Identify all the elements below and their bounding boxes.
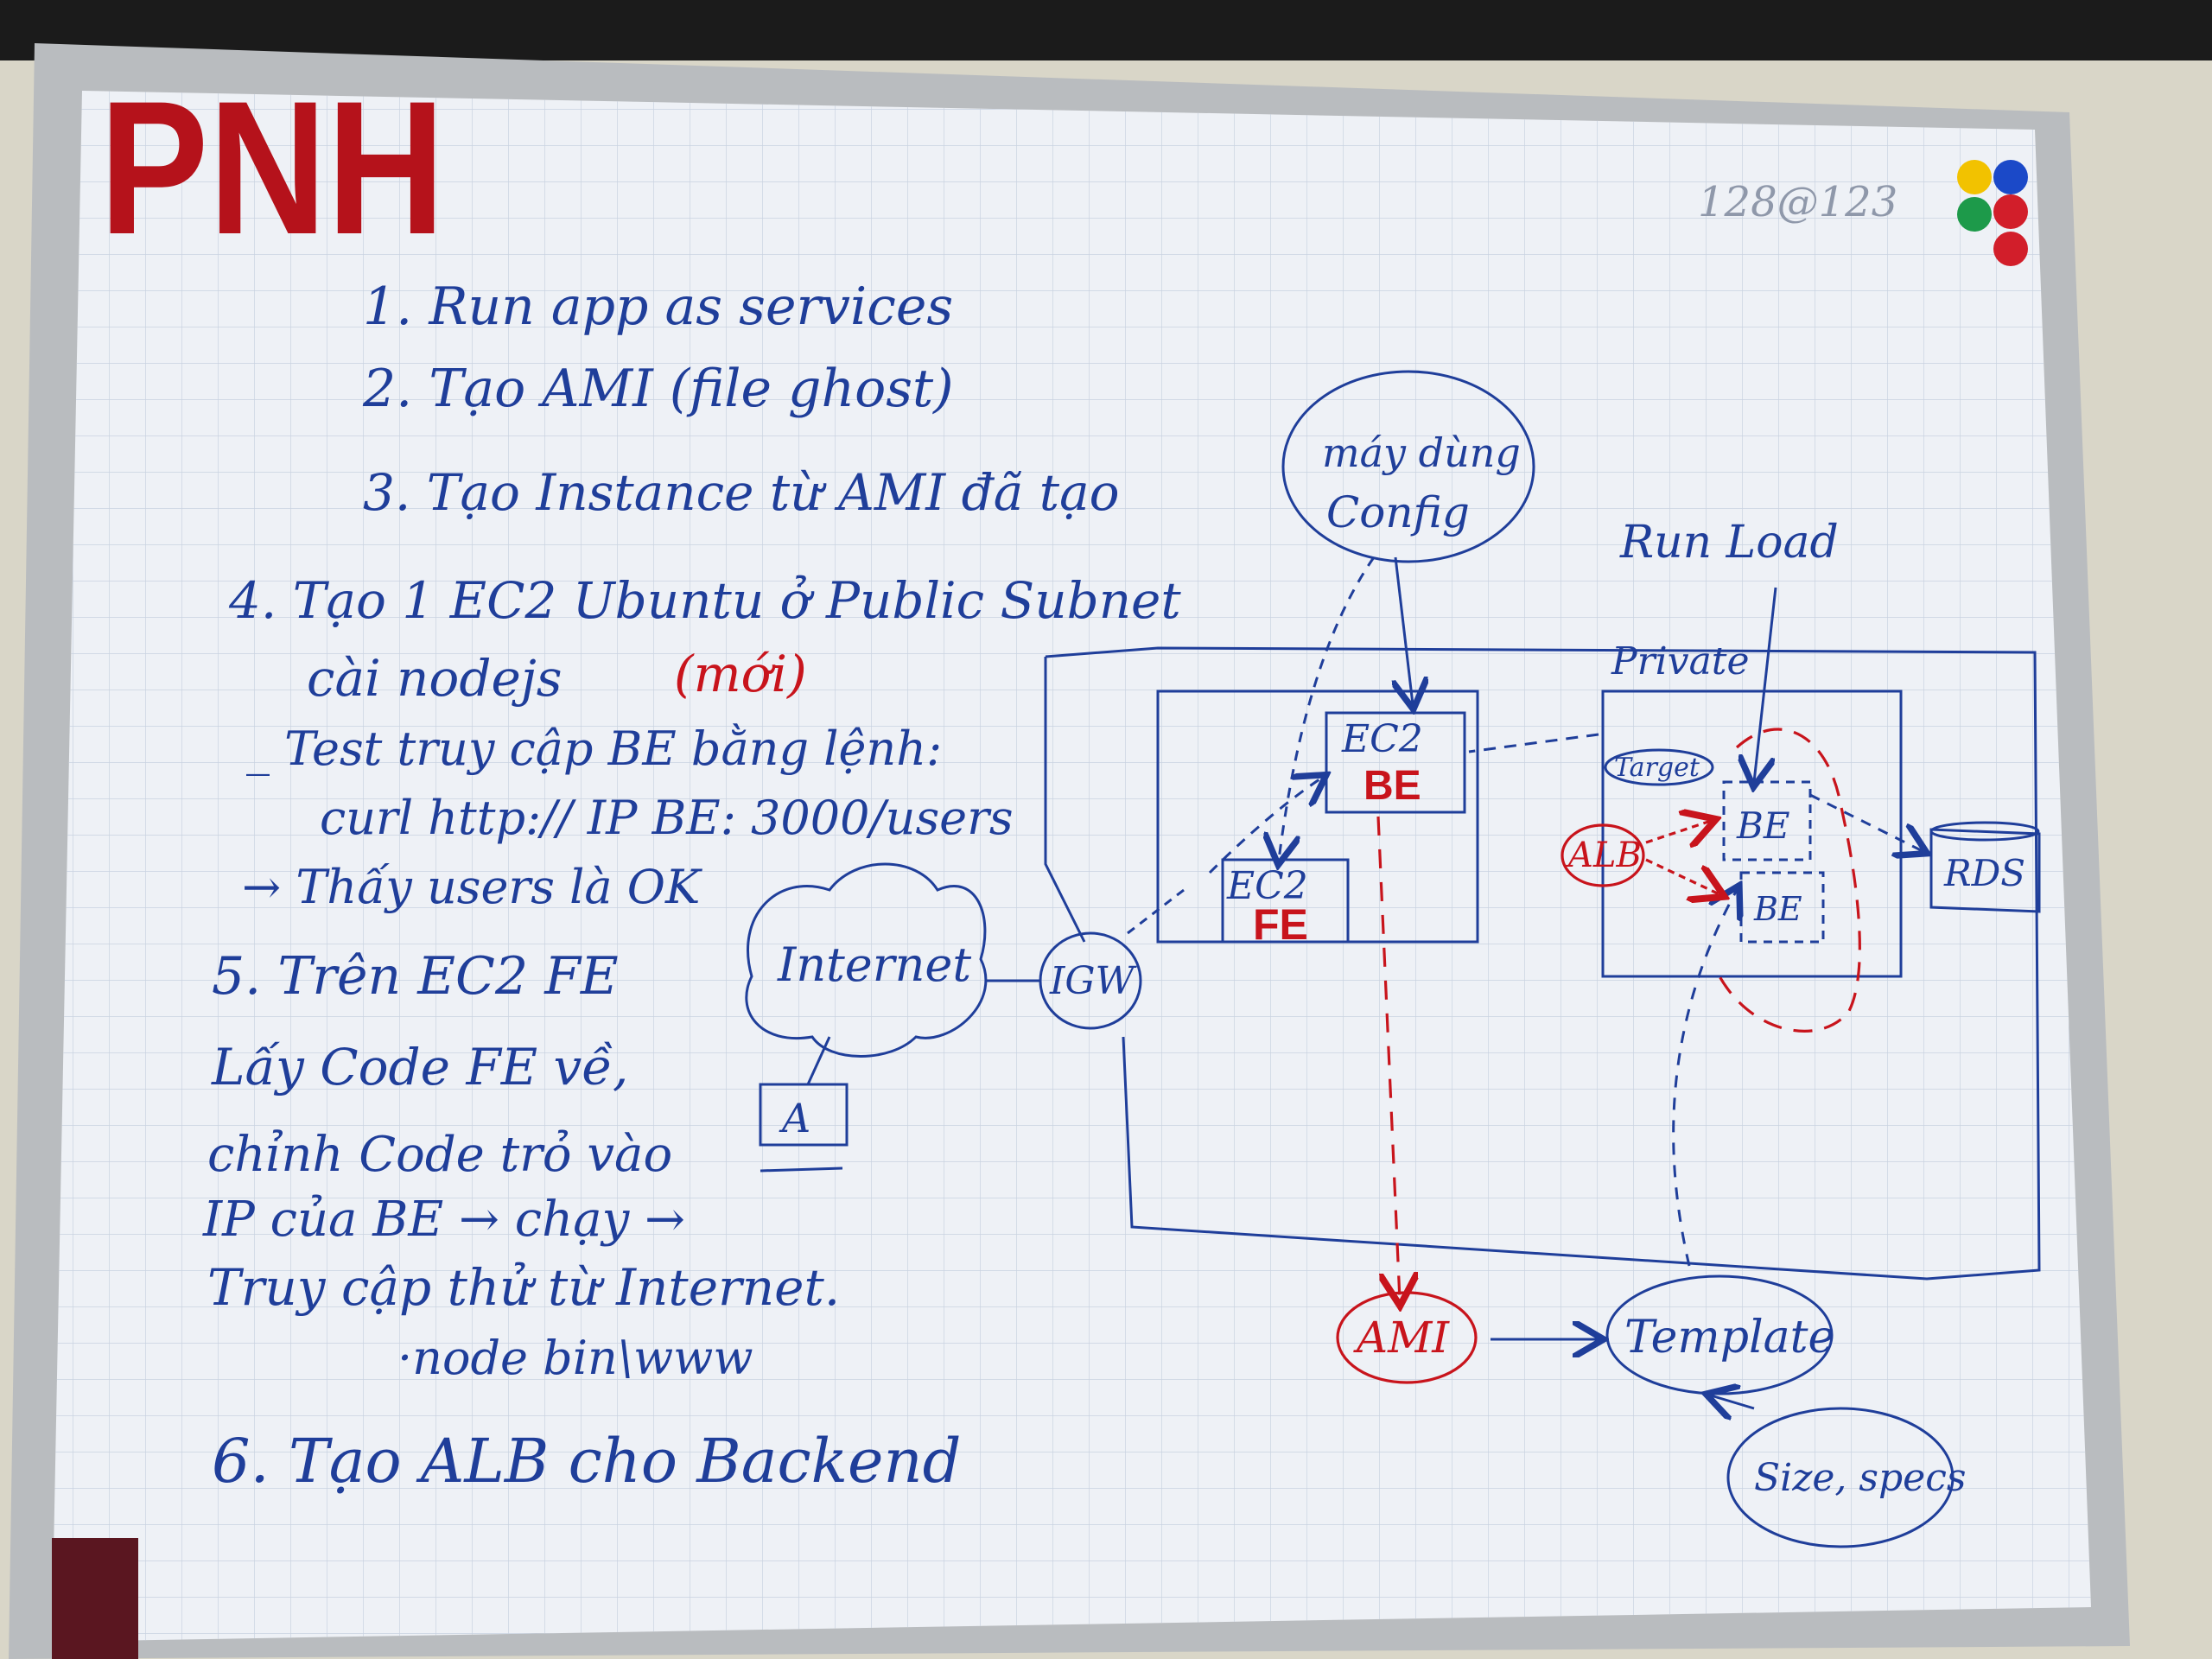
alb-ellipse xyxy=(1560,823,1645,887)
internet-label: Internet xyxy=(777,938,971,992)
user-a-label: A xyxy=(779,1095,810,1141)
logo-text: PNH xyxy=(99,61,445,274)
private-label: Private xyxy=(1611,639,1750,683)
step-4-curl: curl http:// IP BE: 3000/users xyxy=(320,791,1014,845)
step-5-line-4: Truy cập thử từ Internet. xyxy=(207,1258,840,1317)
ec2-fe-label-2: FE xyxy=(1253,900,1308,949)
projector-screen-edge xyxy=(0,0,2212,60)
step-4-test: _ Test truy cập BE bằng lệnh: xyxy=(246,721,942,776)
step-5-line-1: Lấy Code FE về, xyxy=(211,1038,628,1096)
step-5-node: ·node bin\www xyxy=(397,1331,753,1385)
config-label-1: máy dùng xyxy=(1322,429,1521,476)
target-label: Target xyxy=(1614,753,1700,783)
marker-code-faded: 128@123 xyxy=(1698,178,1897,226)
step-4-install: cài nodejs xyxy=(307,649,563,708)
step-5: 5. Trên EC2 FE xyxy=(212,946,619,1007)
step-5-line-2: chỉnh Code trỏ vào xyxy=(207,1127,672,1183)
step-4-ok: → Thấy users là OK xyxy=(242,860,702,914)
run-load-label: Run Load xyxy=(1619,517,1839,569)
ec2-be-label-1: EC2 xyxy=(1341,717,1423,761)
size-specs-ellipse xyxy=(1726,1407,1955,1548)
alb-label: ALB xyxy=(1565,836,1642,875)
ami-label: AMI xyxy=(1353,1313,1450,1363)
autoscaling-loop xyxy=(1718,728,1861,1033)
steps-list: 1. Run app as services 2. Tạo AMI (file … xyxy=(202,276,1181,1497)
config-cloud xyxy=(1281,370,1535,563)
ec2-fe-label-1: EC2 xyxy=(1226,864,1308,908)
internet-cloud xyxy=(745,862,988,1058)
step-5-line-3: IP của BE → chạy → xyxy=(202,1192,685,1248)
diagram xyxy=(745,370,2041,1548)
step-4: 4. Tạo 1 EC2 Ubuntu ở Public Subnet xyxy=(228,571,1181,630)
step-1: 1. Run app as services xyxy=(363,276,953,337)
vpc-border xyxy=(1045,646,2041,1281)
diagram-red xyxy=(1336,728,1861,1384)
size-specs-label: Size, specs xyxy=(1754,1456,1966,1500)
step-3: 3. Tạo Instance từ AMI đã tạo xyxy=(363,463,1120,522)
config-label-2: Config xyxy=(1326,487,1470,537)
be-2-label: BE xyxy=(1753,890,1802,928)
be-to-ami-arrow xyxy=(1376,816,1400,1300)
step-6: 6. Tạo ALB cho Backend xyxy=(212,1426,961,1497)
step-4-new: (mới) xyxy=(674,645,807,703)
be-1-label: BE xyxy=(1736,804,1790,847)
igw-label: IGW xyxy=(1049,959,1138,1003)
template-label: Template xyxy=(1624,1312,1834,1363)
rds-box xyxy=(1929,828,2041,913)
user-a-box xyxy=(759,1083,849,1147)
eraser xyxy=(52,1538,138,1659)
magnets xyxy=(1957,160,2028,266)
rds-label: RDS xyxy=(1943,852,2025,894)
ec2-be-label-2: BE xyxy=(1363,763,1421,809)
igw-circle xyxy=(1039,931,1142,1030)
target-group-ellipse xyxy=(1604,748,1714,786)
step-2: 2. Tạo AMI (file ghost) xyxy=(362,359,954,419)
be-instance-1-box xyxy=(1722,780,1812,861)
ami-ellipse xyxy=(1336,1291,1478,1384)
